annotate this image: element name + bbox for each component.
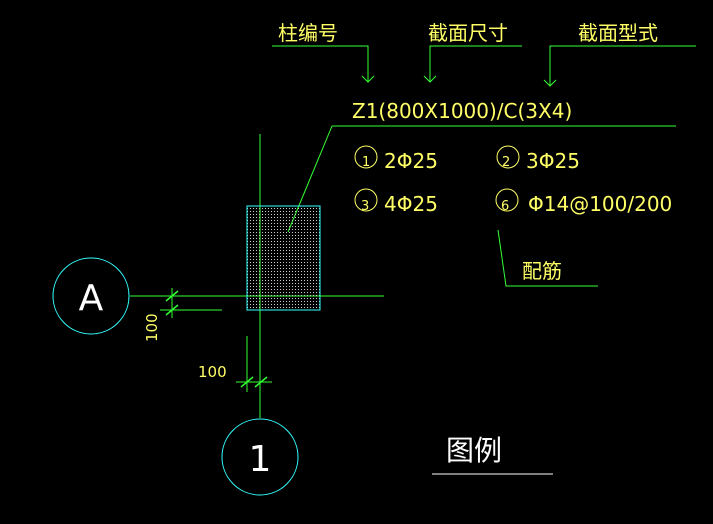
rebar-spec: 4Φ25 xyxy=(384,192,438,216)
axis-bubble-A: A xyxy=(52,257,130,335)
leader-section-size xyxy=(429,45,522,82)
header-column-number: 柱编号 xyxy=(278,21,338,45)
dimension-vertical: 100 xyxy=(143,288,222,342)
rebar-spec: 2Φ25 xyxy=(384,149,438,173)
axis-bubble-label: A xyxy=(79,278,104,319)
rebar-spec: 3Φ25 xyxy=(526,149,580,173)
rebar-marker-number: 6 xyxy=(501,199,509,214)
dimension-text-vertical: 100 xyxy=(143,313,161,342)
header-section-type: 截面型式 xyxy=(578,21,658,45)
rebar-label: 配筋 xyxy=(522,259,562,283)
axis-bubble-1: 1 xyxy=(221,418,299,496)
rebar-item-1: 1 2Φ25 xyxy=(354,145,438,173)
rebar-marker-circle xyxy=(354,188,378,212)
dimension-horizontal: 100 xyxy=(198,336,272,392)
column-spec-text: Z1(800X1000)/C(3X4) xyxy=(352,99,572,123)
rebar-marker-number: 1 xyxy=(362,155,370,170)
axis-bubble-label: 1 xyxy=(249,439,272,480)
rebar-item-6: 6 Φ14@100/200 xyxy=(495,188,672,216)
leader-column-number xyxy=(272,45,369,82)
rebar-spec: Φ14@100/200 xyxy=(528,192,672,216)
rebar-marker-number: 2 xyxy=(502,155,510,170)
leader-section-type-arrow xyxy=(543,79,557,87)
rebar-marker-circle xyxy=(495,188,519,212)
rebar-marker-number: 3 xyxy=(361,199,369,214)
column-section-box xyxy=(246,205,321,311)
dimension-tick xyxy=(165,290,179,302)
dimension-text-horizontal: 100 xyxy=(198,363,227,381)
leader-column-number-arrow xyxy=(361,75,375,83)
dimension-tick xyxy=(254,376,268,388)
rebar-marker-circle xyxy=(354,145,378,169)
leader-section-type xyxy=(549,45,696,86)
rebar-leader xyxy=(497,229,598,287)
header-section-size: 截面尺寸 xyxy=(428,21,508,45)
dimension-tick xyxy=(240,376,254,388)
axis-bubble-circle xyxy=(221,418,299,496)
rebar-marker-circle xyxy=(496,145,520,169)
axis-bubble-circle xyxy=(52,257,130,335)
dimension-tick xyxy=(165,304,179,316)
legend-title: 图例 xyxy=(446,434,502,467)
leader-section-size-arrow xyxy=(423,75,437,83)
rebar-item-3: 3 4Φ25 xyxy=(354,188,438,216)
rebar-item-2: 2 3Φ25 xyxy=(496,145,580,173)
